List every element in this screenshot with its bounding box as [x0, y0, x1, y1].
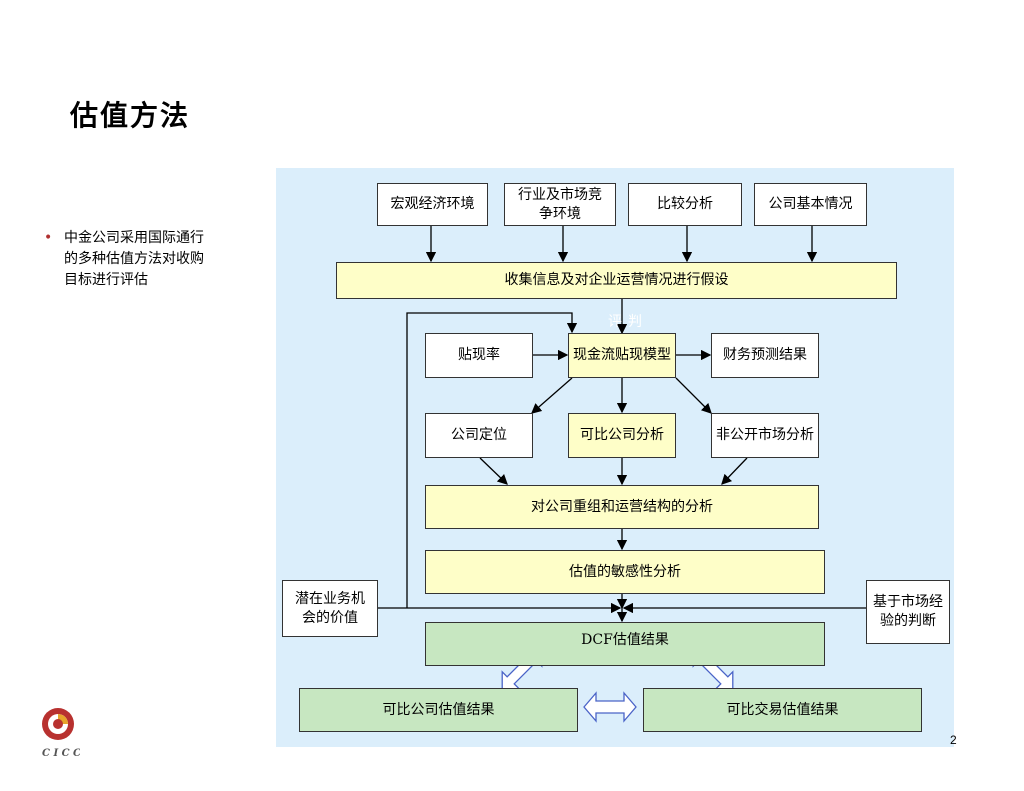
- page-title: 估值方法: [70, 99, 191, 132]
- comparable-company-analysis-box: 可比公司分析: [568, 413, 676, 458]
- dcf-valuation-result-box: DCF估值结果: [425, 622, 825, 666]
- private-market-analysis-box: 非公开市场分析: [711, 413, 819, 458]
- bullet-text: 中金公司采用国际通行的多种估值方法对收购目标进行评估: [64, 230, 204, 288]
- company-positioning-box: 公司定位: [425, 413, 533, 458]
- dcf-model-box: 现金流贴现模型: [568, 333, 676, 378]
- comparable-company-valuation-box: 可比公司估值结果: [299, 688, 578, 732]
- comparison-analysis-box: 比较分析: [628, 183, 742, 226]
- page-number: 2: [950, 733, 957, 747]
- macro-environment-box: 宏观经济环境: [377, 183, 488, 226]
- gather-info-box: 收集信息及对企业运营情况进行假设: [336, 262, 897, 299]
- cicc-logo-icon: C I C C: [42, 708, 81, 759]
- judgment-overlap-text: 评判: [608, 314, 648, 330]
- svg-text:C I C C: C I C C: [42, 748, 80, 759]
- bullet-item: • 中金公司采用国际通行的多种估值方法对收购目标进行评估: [44, 228, 204, 291]
- potential-business-value-box: 潜在业务机会的价值: [282, 580, 378, 637]
- financial-forecast-box: 财务预测结果: [711, 333, 819, 378]
- bullet-dot-icon: •: [44, 230, 53, 246]
- restructuring-analysis-box: 对公司重组和运营结构的分析: [425, 485, 819, 529]
- industry-market-box: 行业及市场竞争环境: [504, 183, 616, 226]
- sensitivity-analysis-box: 估值的敏感性分析: [425, 550, 825, 594]
- cicc-logo: C I C C: [40, 706, 81, 762]
- comparable-transaction-valuation-box: 可比交易估值结果: [643, 688, 922, 732]
- market-judgment-box: 基于市场经验的判断: [866, 580, 950, 644]
- discount-rate-box: 贴现率: [425, 333, 533, 378]
- company-basics-box: 公司基本情况: [754, 183, 867, 226]
